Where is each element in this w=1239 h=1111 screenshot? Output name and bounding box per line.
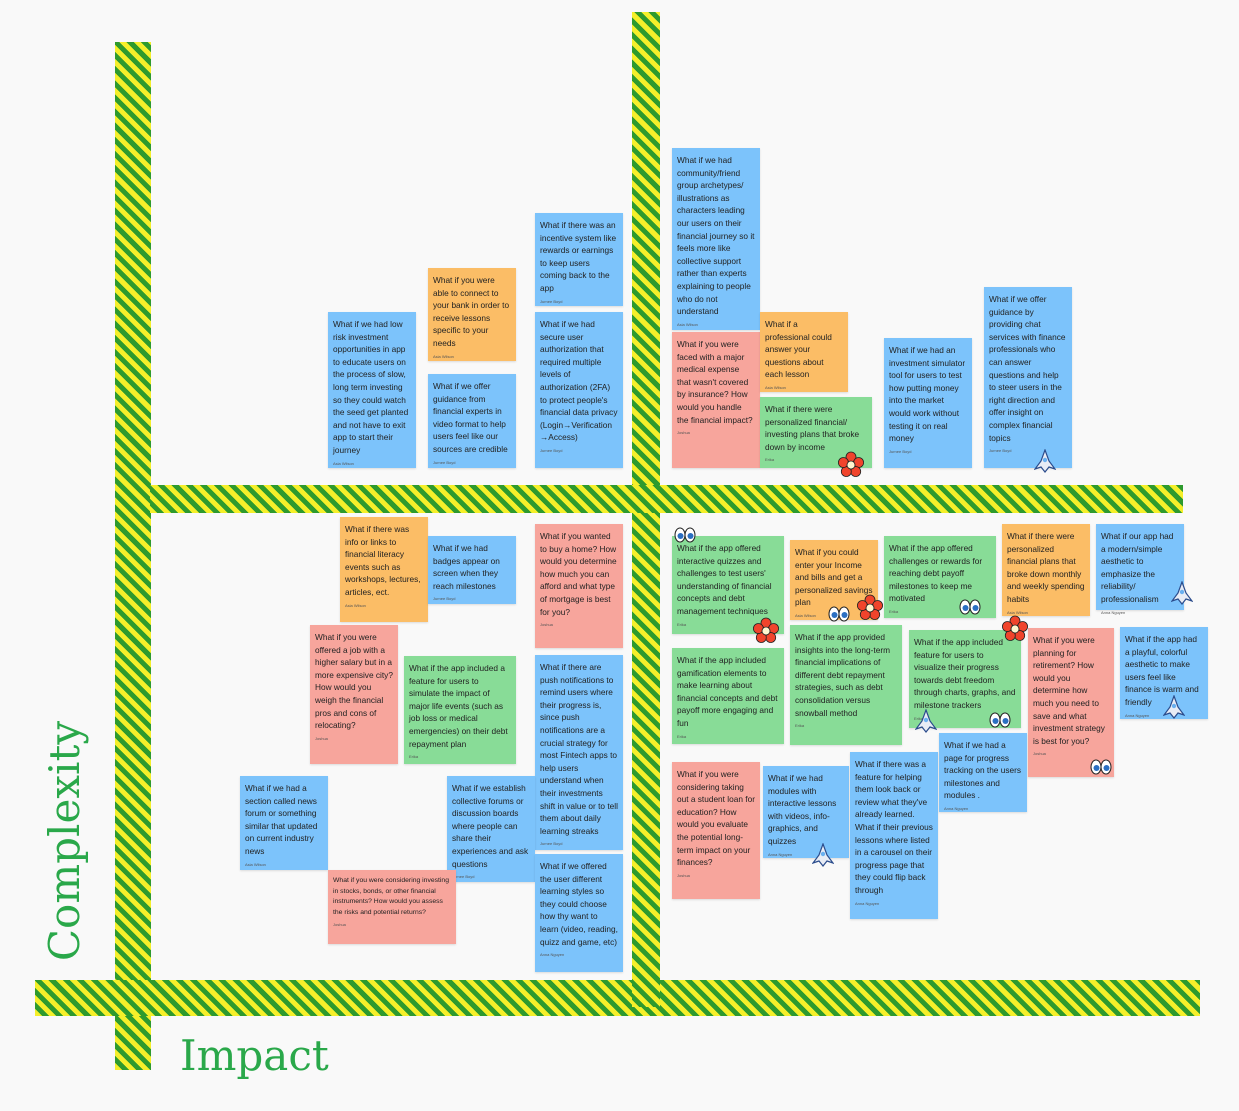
sticky-note[interactable]: What if you were offered a job with a hi… xyxy=(310,625,398,764)
sticky-note[interactable]: What if the app included a feature for u… xyxy=(404,656,516,764)
sticky-note[interactable]: What if you were planning for retirement… xyxy=(1028,628,1114,777)
eyes-icon xyxy=(828,606,850,622)
sticky-note[interactable]: What if we had community/friend group ar… xyxy=(672,148,760,330)
spaceship-icon xyxy=(1163,695,1185,719)
sticky-note[interactable]: What if you were considering taking out … xyxy=(672,762,760,899)
sticky-note[interactable]: What if we had a page for progress track… xyxy=(939,733,1027,812)
sticky-note[interactable]: What if the app provided insights into t… xyxy=(790,625,902,745)
sticky-note[interactable]: What if we had modules with interactive … xyxy=(763,766,849,858)
sticky-note[interactable]: What if the app included feature for use… xyxy=(909,630,1021,728)
flower-icon xyxy=(753,617,780,643)
y-axis-label: Complexity xyxy=(40,720,89,962)
sticky-note[interactable]: What if a professional could answer your… xyxy=(760,312,848,392)
eyes-icon xyxy=(989,712,1011,728)
sticky-note[interactable]: What if you were able to connect to your… xyxy=(428,268,516,361)
sticky-note[interactable]: What if we had a section called news for… xyxy=(240,776,328,870)
sticky-note[interactable]: What if there was a feature for helping … xyxy=(850,752,938,919)
sticky-note[interactable]: What if we had badges appear on screen w… xyxy=(428,536,516,604)
vertical-axis-stripe xyxy=(115,42,151,1070)
horizontal-divider-stripe xyxy=(150,485,1183,513)
sticky-note[interactable]: What if we had secure user authorization… xyxy=(535,312,623,468)
flower-icon xyxy=(857,594,884,620)
sticky-note[interactable]: What if the app offered challenges or re… xyxy=(884,536,996,618)
sticky-note[interactable]: What if the app offered interactive quiz… xyxy=(672,536,784,634)
sticky-note[interactable]: What if there was an incentive system li… xyxy=(535,213,623,306)
sticky-note[interactable]: What if we had an investment simulator t… xyxy=(884,338,972,468)
sticky-note[interactable]: What if you were considering investing i… xyxy=(328,870,456,944)
sticky-note[interactable]: What if there was info or links to finan… xyxy=(340,517,428,622)
sticky-note[interactable]: What if we offered the user different le… xyxy=(535,854,623,972)
eyes-icon xyxy=(674,527,696,543)
sticky-note[interactable]: What if we offer guidance from financial… xyxy=(428,374,516,468)
spaceship-icon xyxy=(812,843,834,867)
sticky-note[interactable]: What if we establish collective forums o… xyxy=(447,776,535,882)
eyes-icon xyxy=(959,599,981,615)
sticky-note[interactable]: What if the app had a playful, colorful … xyxy=(1120,627,1208,719)
sticky-note[interactable]: What if our app had a modern/simple aest… xyxy=(1096,524,1184,615)
sticky-note[interactable]: What if you were faced with a major medi… xyxy=(672,332,760,468)
sticky-note[interactable]: What if there were personalized financia… xyxy=(1002,524,1090,616)
sticky-note[interactable]: What if we offer guidance by providing c… xyxy=(984,287,1072,468)
sticky-note[interactable]: What if there are push notifications to … xyxy=(535,655,623,850)
spaceship-icon xyxy=(915,709,937,733)
sticky-note[interactable]: What if the app included gamification el… xyxy=(672,648,784,744)
flower-icon xyxy=(838,451,865,477)
flower-icon xyxy=(1002,615,1029,641)
horizontal-axis-stripe xyxy=(35,980,1200,1016)
x-axis-label: Impact xyxy=(180,1031,329,1080)
spaceship-icon xyxy=(1034,449,1056,473)
eyes-icon xyxy=(1090,759,1112,775)
sticky-note[interactable]: What if we had low risk investment oppor… xyxy=(328,312,416,468)
spaceship-icon xyxy=(1171,581,1193,605)
sticky-note[interactable]: What if you wanted to buy a home? How wo… xyxy=(535,524,623,648)
